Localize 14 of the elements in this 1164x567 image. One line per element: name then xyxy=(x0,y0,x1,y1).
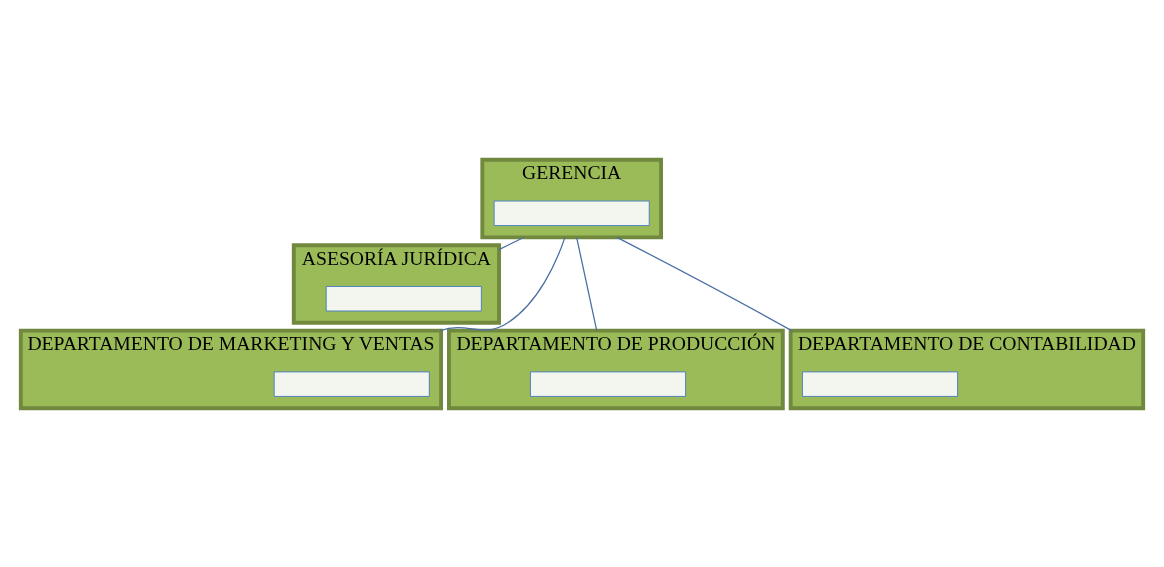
cluster: GERENCIA xyxy=(480,157,663,239)
node-box xyxy=(273,370,430,397)
node-box xyxy=(529,370,687,397)
node-box xyxy=(325,285,482,311)
connector xyxy=(616,236,793,331)
connector xyxy=(498,236,525,250)
cluster: DEPARTAMENTO DE CONTABILIDAD xyxy=(788,328,1146,410)
connector xyxy=(439,236,566,331)
cluster: DEPARTAMENTO DE PRODUCCIÓN xyxy=(447,328,785,410)
connector xyxy=(576,236,598,331)
node-box xyxy=(801,370,959,397)
cluster: DEPARTAMENTO DE MARKETING Y VENTAS xyxy=(18,328,444,410)
cluster: ASESORÍA JURÍDICA xyxy=(291,242,501,325)
node-box xyxy=(493,200,650,226)
